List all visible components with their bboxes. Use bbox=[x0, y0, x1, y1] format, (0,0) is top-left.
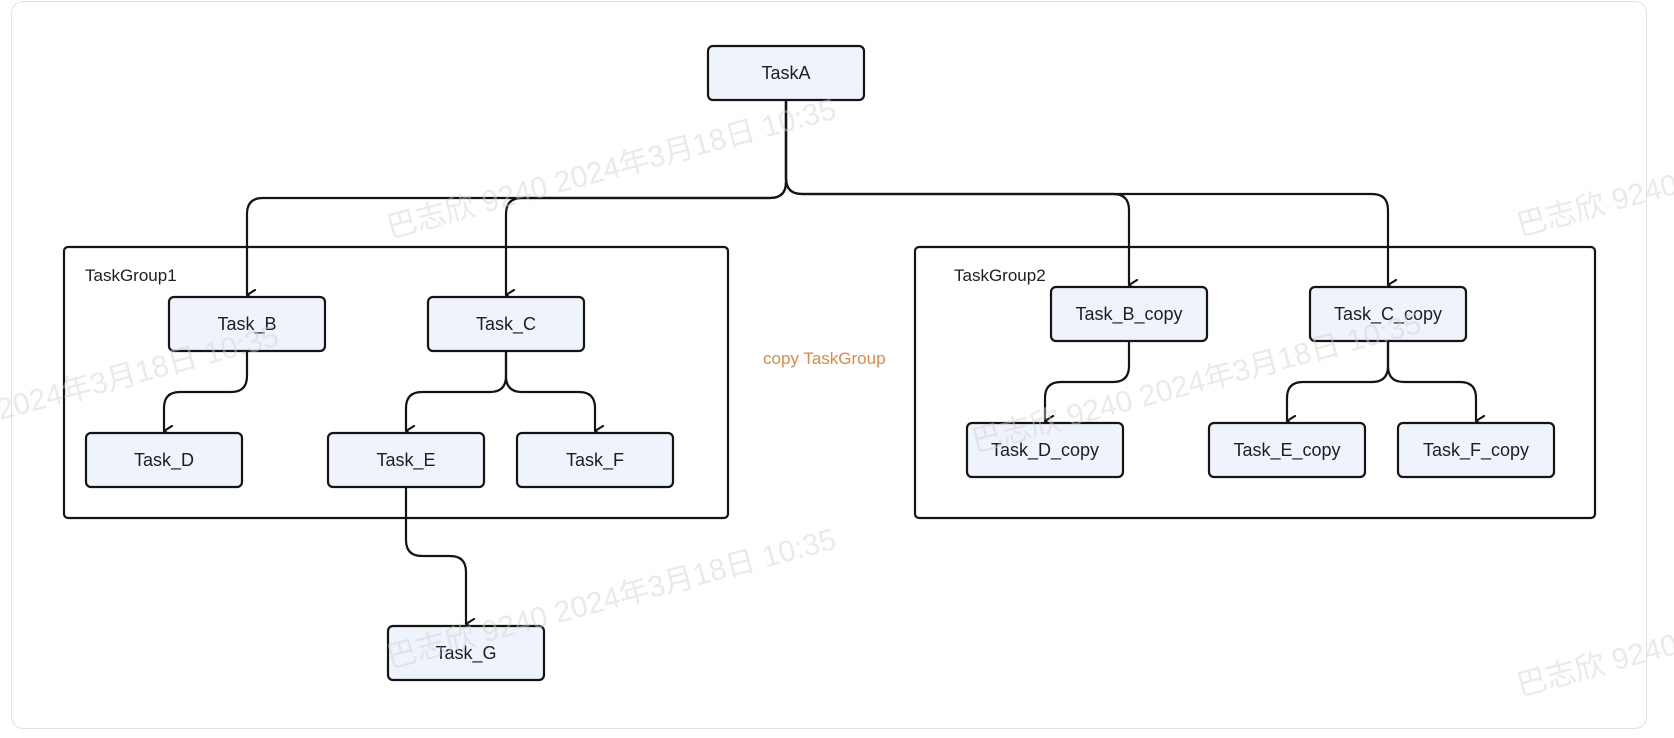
node-task-d-copy[interactable]: Task_D_copy bbox=[965, 421, 1125, 479]
node-box bbox=[706, 44, 866, 102]
node-label: Task_G bbox=[435, 643, 496, 664]
node-task-e[interactable]: Task_E bbox=[326, 431, 486, 489]
edge-a-to-b2 bbox=[784, 100, 1129, 285]
edge-c2-to-e2 bbox=[1285, 341, 1390, 421]
node-task-b-copy[interactable]: Task_B_copy bbox=[1049, 285, 1209, 343]
watermark-text: 巴志欣 9240 bbox=[1513, 628, 1674, 703]
node-box bbox=[1049, 285, 1209, 343]
edge-e-to-g bbox=[404, 487, 466, 624]
node-label: Task_F bbox=[566, 450, 624, 471]
node-taska[interactable]: TaskA bbox=[706, 44, 866, 102]
node-label: Task_F_copy bbox=[1423, 440, 1529, 461]
node-label: Task_B bbox=[217, 314, 276, 335]
task-group-2-box bbox=[913, 245, 1597, 520]
canvas-frame bbox=[11, 1, 1647, 729]
node-box bbox=[426, 295, 586, 353]
edge-b2-to-d2 bbox=[1043, 341, 1131, 421]
node-task-e-copy[interactable]: Task_E_copy bbox=[1207, 421, 1367, 479]
node-label: TaskA bbox=[761, 63, 810, 83]
node-box bbox=[326, 431, 486, 489]
watermark-text: 2024年3月18日 10:35 bbox=[0, 320, 282, 427]
node-task-g[interactable]: Task_G bbox=[386, 624, 546, 682]
node-box bbox=[965, 421, 1125, 479]
edge-c-to-f bbox=[504, 351, 595, 431]
node-label: Task_D bbox=[134, 450, 194, 471]
node-task-b[interactable]: Task_B bbox=[167, 295, 327, 353]
task-group-1-label: TaskGroup1 bbox=[85, 266, 177, 285]
edge-c-to-e bbox=[404, 351, 508, 431]
node-task-c[interactable]: Task_C bbox=[426, 295, 586, 353]
node-box bbox=[515, 431, 675, 489]
node-label: Task_E bbox=[376, 450, 435, 471]
node-label: Task_D_copy bbox=[991, 440, 1099, 461]
node-label: Task_C bbox=[476, 314, 536, 335]
watermark-text: 巴志欣 9240 2024年3月18日 10:35 bbox=[383, 523, 839, 675]
task-group-2-label: TaskGroup2 bbox=[954, 266, 1046, 285]
node-label: Task_E_copy bbox=[1233, 440, 1340, 461]
watermark-text: 巴志欣 9240 2024年3月18日 10:35 bbox=[383, 93, 839, 245]
task-group-1-box bbox=[62, 245, 730, 520]
edge-c2-to-f2 bbox=[1386, 341, 1476, 421]
edge-a-to-c2 bbox=[784, 100, 1388, 285]
node-label: Task_C_copy bbox=[1334, 304, 1442, 325]
watermark-text: 巴志欣 9240 bbox=[1513, 168, 1674, 243]
copy-taskgroup-annotation: copy TaskGroup bbox=[763, 349, 886, 368]
node-box bbox=[1308, 285, 1468, 343]
node-task-f[interactable]: Task_F bbox=[515, 431, 675, 489]
node-box bbox=[1207, 421, 1367, 479]
node-label: Task_B_copy bbox=[1075, 304, 1182, 325]
edge-b-to-d bbox=[162, 351, 249, 431]
node-box bbox=[167, 295, 327, 353]
node-box bbox=[386, 624, 546, 682]
node-task-d[interactable]: Task_D bbox=[84, 431, 244, 489]
node-task-c-copy[interactable]: Task_C_copy bbox=[1308, 285, 1468, 343]
edge-a-to-c bbox=[504, 100, 788, 295]
node-box bbox=[84, 431, 244, 489]
node-box bbox=[1396, 421, 1556, 479]
node-task-f-copy[interactable]: Task_F_copy bbox=[1396, 421, 1556, 479]
